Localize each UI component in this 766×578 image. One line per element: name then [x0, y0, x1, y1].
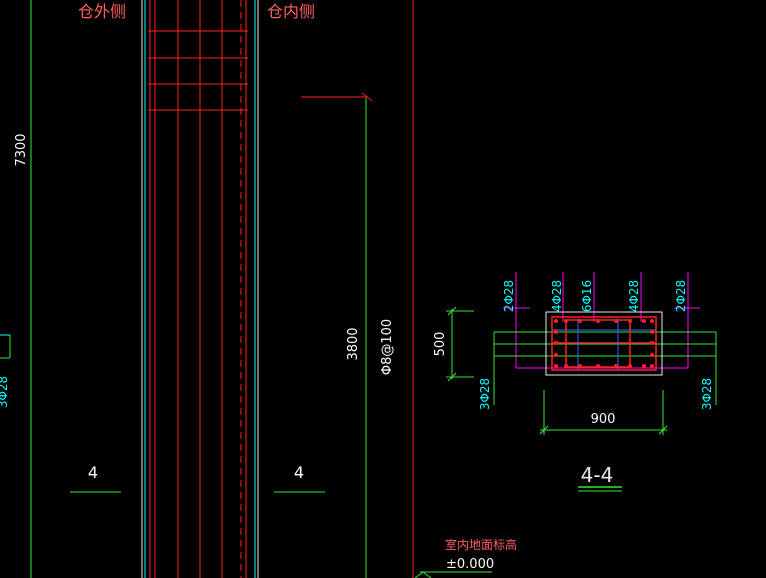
left-edge-fragment: 3Φ28: [0, 334, 11, 408]
section-inner-ties: [552, 318, 656, 370]
inner-side-label: 仓内侧: [267, 2, 315, 21]
outer-side-label: 仓外侧: [78, 2, 126, 21]
rebar-dot: [564, 364, 568, 368]
rebar-dot: [554, 364, 558, 368]
rebar-dot: [578, 319, 582, 323]
rebar-dot: [554, 353, 558, 357]
rebar-dot: [596, 364, 600, 368]
section-4-4: 2Φ28 4Φ28 6Φ16 4Φ28 2Φ28: [433, 272, 717, 492]
dim-tick: [539, 425, 549, 435]
rebar-label: 2Φ28: [502, 280, 516, 312]
rebar-dot: [554, 341, 558, 345]
rebar-label: 4Φ28: [627, 280, 641, 312]
top-rebar-labels: 2Φ28 4Φ28 6Φ16 4Φ28 2Φ28: [502, 280, 688, 312]
rebar-label: 4Φ28: [550, 280, 564, 312]
section-outline: [545, 311, 663, 376]
width-dimension: [539, 390, 668, 435]
column-rebar: [149, 0, 247, 578]
left-edge-rebar-label: 3Φ28: [0, 376, 10, 408]
section-ref-lines: [493, 331, 717, 357]
rebar-dot: [614, 364, 618, 368]
right-rebar-label: 3Φ28: [700, 378, 714, 410]
leader-arrow: [301, 92, 373, 102]
left-rebar-label: 3Φ28: [478, 378, 492, 410]
rebar-label: 2Φ28: [674, 280, 688, 312]
floor-elevation-marker: 室内地面标高 ±0.000: [414, 537, 517, 578]
rebar-dot: [596, 319, 600, 323]
dim-tick: [447, 306, 457, 316]
dim-3800: 3800: [346, 327, 361, 360]
rebar-dot: [628, 364, 632, 368]
dim-tick: [658, 425, 668, 435]
dim-tick: [447, 372, 457, 382]
section-title: 4-4: [581, 463, 614, 487]
rebar-dot: [578, 364, 582, 368]
cut-mark-number: 4: [294, 463, 304, 482]
elevation-triangle-right: [422, 571, 432, 578]
rebar-dot: [650, 353, 654, 357]
rebar-dot: [554, 330, 558, 334]
rebar-dot: [564, 319, 568, 323]
height-dimension: [446, 306, 474, 382]
rebar-label: 6Φ16: [580, 280, 594, 312]
elevation-triangle-left: [414, 571, 424, 578]
floor-elevation-label: 室内地面标高: [445, 537, 517, 552]
top-label-leaders: [503, 272, 700, 369]
rebar-dot: [650, 319, 654, 323]
rebar-dot: [614, 319, 618, 323]
height-dim-label: 500: [433, 332, 448, 357]
rebar-dot: [554, 319, 558, 323]
rebar-dot: [628, 319, 632, 323]
rebar-dot: [650, 341, 654, 345]
rebar-dot: [642, 364, 646, 368]
main-wall-lines: [30, 0, 414, 578]
section-rebar-dots: [554, 319, 654, 368]
column-stirrups: [148, 30, 248, 111]
stirrup-spec-label: Φ8@100: [380, 319, 395, 375]
rebar-dot: [650, 364, 654, 368]
cut-mark-number: 4: [88, 463, 98, 482]
cut-mark-right: 4: [274, 463, 325, 493]
leader-tick: [361, 92, 373, 102]
floor-elevation-value: ±0.000: [446, 557, 494, 572]
cut-mark-left: 4: [70, 463, 121, 493]
section-stirrups: [551, 316, 657, 371]
rebar-dot: [650, 330, 654, 334]
rebar-dot: [642, 319, 646, 323]
width-dim-label: 900: [591, 412, 616, 427]
dim-7300: 7300: [14, 133, 29, 166]
